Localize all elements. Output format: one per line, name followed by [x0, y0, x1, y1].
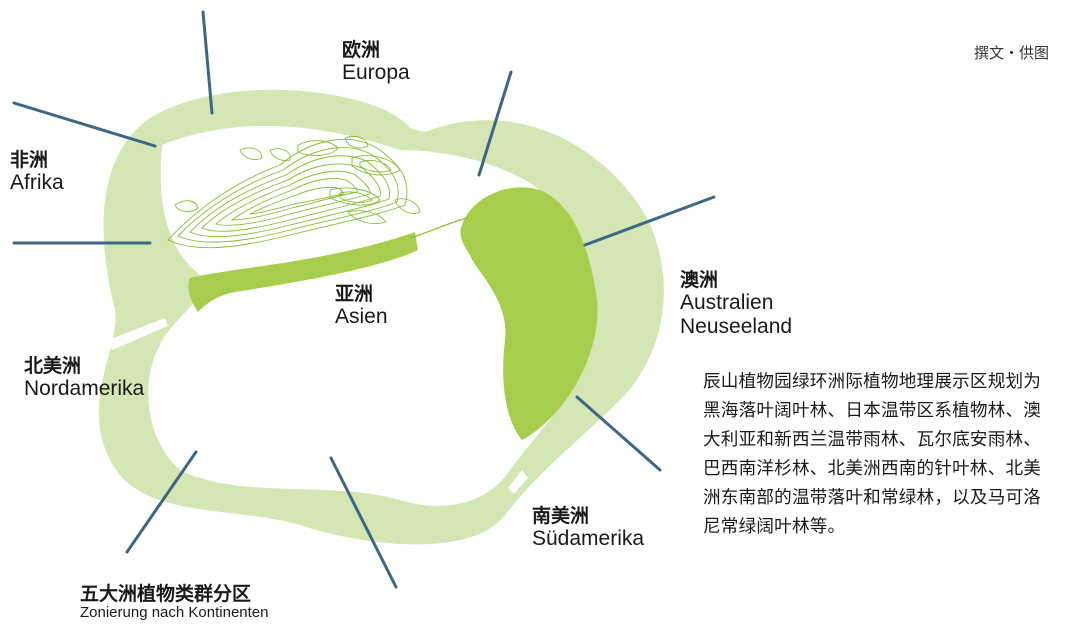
label-africa-zh: 非洲	[10, 149, 49, 171]
label-asia-de: Asien	[335, 305, 388, 329]
label-africa-de: Afrika	[10, 171, 64, 195]
label-europe-zh: 欧洲	[342, 39, 381, 61]
ring-gap-west	[108, 318, 168, 350]
label-asia: 亚洲 Asien	[335, 283, 388, 329]
label-europe: 欧洲 Europa	[342, 39, 410, 85]
label-north-america-zh: 北美洲	[24, 355, 82, 377]
label-australia: 澳洲 Australien Neuseeland	[680, 269, 793, 338]
leader-australia-south	[575, 395, 662, 472]
leader-zoning-west	[125, 450, 198, 554]
label-africa: 非洲 Afrika	[10, 149, 64, 195]
ring-gap-east	[508, 470, 528, 494]
australia-zone	[460, 187, 598, 440]
label-asia-zh: 亚洲	[335, 283, 374, 305]
label-australia-de1: Australien	[680, 291, 774, 315]
label-europe-de: Europa	[342, 61, 410, 85]
leader-zoning-east	[329, 456, 398, 589]
zoning-title-de: Zonierung nach Kontinenten	[80, 604, 269, 622]
label-north-america: 北美洲 Nordamerika	[24, 355, 145, 401]
description-text: 辰山植物园绿环洲际植物地理展示区规划为黑海落叶阔叶林、日本温带区系植物林、澳大利…	[703, 372, 1042, 537]
zoning-title: 五大洲植物类群分区 Zonierung nach Kontinenten	[80, 583, 269, 622]
label-south-america-de: Südamerika	[532, 527, 645, 551]
contour-hill	[167, 135, 421, 249]
credit-text: 撰文・供图	[973, 44, 1049, 62]
leader-europe-east	[477, 70, 513, 177]
label-south-america: 南美洲 Südamerika	[532, 505, 645, 551]
leader-africa-north	[12, 101, 157, 148]
label-south-america-zh: 南美洲	[532, 505, 590, 527]
label-australia-de2: Neuseeland	[680, 314, 793, 338]
label-north-america-de: Nordamerika	[24, 377, 145, 401]
green-ring	[98, 89, 664, 545]
zoning-title-zh: 五大洲植物类群分区	[80, 583, 252, 605]
leader-europe	[201, 10, 214, 115]
asia-australia-link	[409, 217, 469, 239]
leader-australia-north	[583, 195, 716, 247]
asia-zone	[188, 232, 418, 312]
leader-lines	[12, 10, 716, 589]
label-australia-zh: 澳洲	[680, 269, 719, 291]
